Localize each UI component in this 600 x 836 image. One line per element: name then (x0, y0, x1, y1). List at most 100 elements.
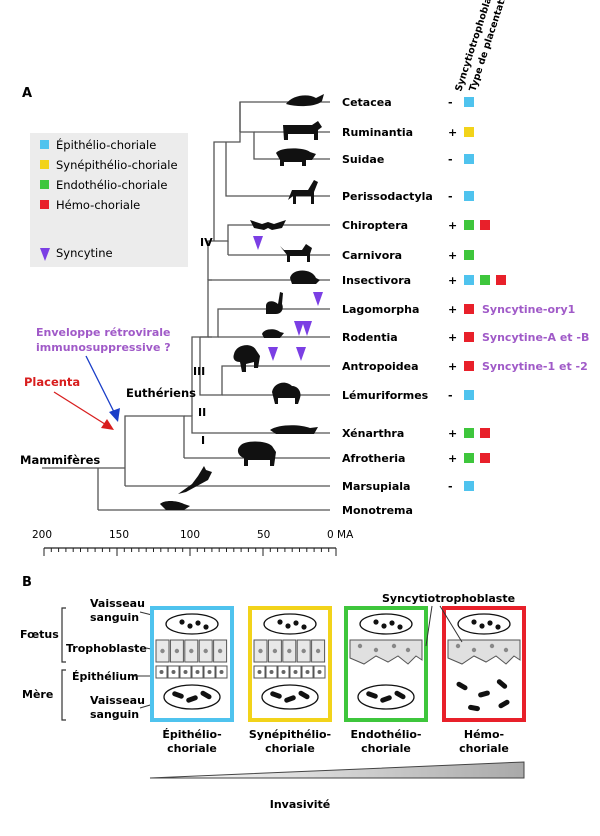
label-mere: Mère (22, 688, 53, 701)
axis-tick-0: 0 MA (327, 529, 354, 541)
horse-icon (288, 180, 318, 204)
label-syncytiotrophoblaste: Syncytiotrophoblaste (382, 592, 515, 605)
legend-swatch (40, 200, 49, 209)
syncytio-sign: + (448, 427, 457, 440)
taxon-label: Lémuriformes (342, 389, 429, 402)
syncytio-sign: - (448, 153, 453, 166)
placentation-type-square (464, 191, 474, 201)
taxon-label: Perissodactyla (342, 190, 433, 203)
legend-swatch (40, 140, 49, 149)
placentation-caption: Épithélio- (162, 728, 221, 741)
legend-swatch (40, 180, 49, 189)
placentation-caption: choriale (459, 742, 509, 755)
placentation-type-square (464, 154, 474, 164)
placentation-type-square (480, 220, 490, 230)
label-invasivite: Invasivité (270, 798, 331, 811)
syncytine-marker-rodentia-1 (294, 321, 304, 336)
legend: Épithélio-chorialeSynépithélio-chorialeE… (40, 137, 178, 261)
clade-eutheriens: Euthériens (126, 386, 196, 400)
axis-tick-200: 200 (32, 529, 52, 541)
placentation-box: Épithélio-choriale (150, 606, 234, 755)
taxon-label: Xénarthra (342, 427, 404, 440)
placentation-type-square (480, 453, 490, 463)
bat-icon (250, 220, 286, 230)
legend-item-label: Hémo-choriale (56, 198, 140, 212)
branch-xenarthra (184, 415, 330, 434)
gorilla-icon (233, 345, 260, 372)
placentation-type-square (480, 275, 490, 285)
placentation-caption: choriale (361, 742, 411, 755)
placentation-type-square (464, 250, 474, 260)
rabbit-icon (266, 292, 283, 314)
annotation-envelope-line2: immunosuppressive ? (36, 341, 171, 354)
armadillo-icon (270, 425, 318, 434)
invasivite-wedge (149, 761, 525, 779)
syncytine-name: Syncytine-1 et -2 (482, 360, 588, 373)
label-vaisseau-top-2: sanguin (90, 611, 139, 624)
taxon-label: Suidae (342, 153, 384, 166)
taxon-label: Afrotheria (342, 452, 405, 465)
syncytine-name: Syncytine-ory1 (482, 303, 575, 316)
syncytio-sign: + (448, 331, 457, 344)
placentation-type-square (464, 332, 474, 342)
syncytio-sign: + (448, 274, 457, 287)
syncytine-name: Syncytine-A et -B (482, 331, 589, 344)
placentation-type-square (464, 361, 474, 371)
annotation-arrows (53, 355, 120, 430)
placentation-box: Synépithélio-choriale (248, 606, 332, 755)
taxon-label: Marsupiala (342, 480, 410, 493)
placentation-type-square (464, 275, 474, 285)
panel-a-label: A (22, 86, 32, 101)
legend-syncytine-icon (40, 248, 50, 261)
cow-icon (283, 121, 322, 140)
placentation-caption: Hémo- (464, 728, 504, 741)
syncytio-sign: + (448, 452, 457, 465)
monkey-icon (272, 382, 301, 404)
syncytine-marker-rodentia-2 (302, 321, 312, 336)
label-trophoblaste: Trophoblaste (66, 642, 147, 655)
panel-b-label: B (22, 575, 32, 590)
cetacean-icon (286, 94, 324, 107)
legend-box (30, 133, 188, 267)
branch-antropoidea (199, 337, 330, 396)
annotation-placenta: Placenta (24, 375, 80, 389)
label-vaisseau-bottom-1: Vaisseau (90, 694, 145, 707)
placentation-type-square (464, 428, 474, 438)
syncytio-sign: - (448, 480, 453, 493)
hedgehog-icon (290, 270, 320, 284)
label-vaisseau-top-1: Vaisseau (90, 597, 145, 610)
rat-icon (262, 329, 284, 338)
clade-iv: IV (200, 236, 213, 249)
clade-i: I (201, 434, 205, 447)
syncytio-sign: - (448, 190, 453, 203)
placentation-type-square (464, 453, 474, 463)
syncytio-sign: + (448, 360, 457, 373)
annotation-envelope-line1: Enveloppe rétrovirale (36, 326, 171, 339)
placentation-caption: Endothélio- (351, 728, 422, 741)
placentation-box: Endothélio-choriale (344, 606, 428, 755)
placentation-box: Hémo-choriale (442, 606, 526, 755)
placentation-type-square (464, 97, 474, 107)
syncytio-sign: + (448, 126, 457, 139)
label-foetus: Fœtus (20, 628, 59, 641)
placentation-type-square (464, 390, 474, 400)
placentation-type-square (496, 275, 506, 285)
syncytio-sign: - (448, 96, 453, 109)
kangaroo-icon (178, 466, 212, 494)
placentation-caption: choriale (265, 742, 315, 755)
placentation-type-square (464, 481, 474, 491)
clade-mammiferes: Mammifères (20, 453, 100, 467)
platypus-icon (160, 501, 190, 510)
label-epithelium: Épithélium (72, 670, 139, 683)
syncytine-marker-antropoidea-1 (268, 347, 278, 361)
taxon-label: Lagomorpha (342, 303, 419, 316)
taxon-label: Rodentia (342, 331, 398, 344)
syncytio-sign: + (448, 303, 457, 316)
cat-icon (280, 244, 312, 262)
placentation-type-square (464, 304, 474, 314)
taxon-label: Chiroptera (342, 219, 408, 232)
syncytio-sign: + (448, 249, 457, 262)
placentation-caption: choriale (167, 742, 217, 755)
legend-syncytine-label: Syncytine (56, 246, 113, 260)
